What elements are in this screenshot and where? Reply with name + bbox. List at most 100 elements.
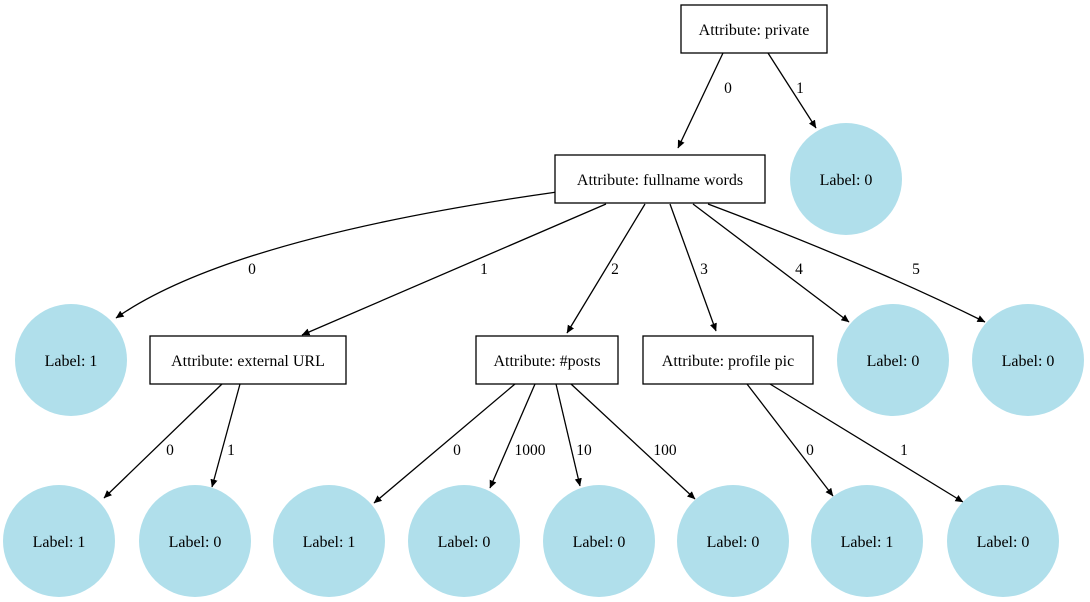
label-leaf-po_l0: Label: 1 (273, 485, 385, 597)
edge-root-to-fullname: 0 (677, 52, 732, 149)
edge-fullname-to-fn_l5: 5 (707, 203, 986, 323)
edge-label: 0 (166, 442, 174, 459)
node-label: Label: 1 (841, 534, 894, 551)
label-leaf-po_l10: Label: 0 (543, 485, 655, 597)
leaf-circle (15, 304, 127, 416)
node-label: Label: 1 (33, 534, 86, 551)
node-label: Attribute: #posts (493, 353, 600, 370)
leaf-circle (3, 485, 115, 597)
edge-fullname-to-fn_l4: 4 (692, 203, 850, 323)
edge-label: 5 (912, 261, 920, 278)
node-label: Label: 0 (977, 534, 1030, 551)
edge-root-to-root_l1: 1 (767, 52, 817, 129)
node-label: Attribute: fullname words (577, 172, 743, 189)
attribute-node-exturl: Attribute: external URL (149, 335, 347, 385)
attribute-node-profpic: Attribute: profile pic (642, 335, 814, 385)
edge-label: 3 (700, 261, 708, 278)
attribute-box (554, 154, 766, 204)
edge-label: 1 (227, 442, 235, 459)
label-leaf-po_l100: Label: 0 (677, 485, 789, 597)
attribute-node-root: Attribute: private (680, 4, 828, 54)
node-label: Label: 0 (573, 534, 626, 551)
edge-label: 1000 (515, 442, 546, 459)
edge-line (115, 191, 558, 319)
attribute-box (475, 335, 619, 385)
edge-line (489, 383, 536, 489)
leaf-circle (273, 485, 385, 597)
edge-line (555, 383, 582, 487)
label-leaf-fn_l0: Label: 1 (15, 304, 127, 416)
node-label: Label: 0 (169, 534, 222, 551)
edge-posts-to-po_l10: 10 (555, 383, 592, 487)
label-leaf-eu_l1: Label: 0 (139, 485, 251, 597)
leaf-circle (408, 485, 520, 597)
leaf-circle (139, 485, 251, 597)
edge-line (301, 203, 607, 336)
node-label: Label: 1 (303, 534, 356, 551)
edge-line (669, 203, 717, 332)
label-leaf-pp_l1: Label: 0 (947, 485, 1059, 597)
edge-label: 2 (611, 261, 619, 278)
label-leaf-fn_l5: Label: 0 (972, 304, 1084, 416)
node-label: Label: 0 (820, 172, 873, 189)
edge-line (373, 383, 516, 504)
edge-label: 0 (453, 442, 461, 459)
leaf-circle (790, 123, 902, 235)
edge-fullname-to-exturl: 1 (301, 203, 607, 336)
edge-label: 100 (653, 442, 677, 459)
edge-line (677, 52, 724, 149)
label-leaf-pp_l0: Label: 1 (811, 485, 923, 597)
leaf-circle (677, 485, 789, 597)
node-label: Label: 0 (1002, 353, 1055, 370)
edge-exturl-to-eu_l0: 0 (103, 383, 223, 499)
edge-line (692, 203, 850, 323)
edge-label: 10 (576, 442, 592, 459)
edge-fullname-to-fn_l0: 0 (115, 191, 558, 319)
edge-line (210, 383, 241, 488)
node-label: Attribute: external URL (171, 353, 325, 370)
label-leaf-po_l1000: Label: 0 (408, 485, 520, 597)
edge-line (570, 383, 696, 500)
attribute-box (642, 335, 814, 385)
edge-posts-to-po_l100: 100 (570, 383, 696, 500)
edge-line (103, 383, 223, 499)
node-label: Label: 1 (45, 353, 98, 370)
attribute-node-posts: Attribute: #posts (475, 335, 619, 385)
edge-line (566, 203, 646, 334)
leaf-circle (837, 304, 949, 416)
edge-line (767, 52, 817, 129)
edge-profpic-to-pp_l0: 0 (746, 383, 834, 497)
node-label: Attribute: profile pic (662, 353, 794, 370)
node-label: Attribute: private (699, 22, 810, 39)
label-leaf-fn_l4: Label: 0 (837, 304, 949, 416)
label-leaf-eu_l0: Label: 1 (3, 485, 115, 597)
edge-label: 1 (900, 442, 908, 459)
edge-label: 4 (795, 261, 803, 278)
attribute-node-fullname: Attribute: fullname words (554, 154, 766, 204)
edge-profpic-to-pp_l1: 1 (769, 383, 964, 503)
edge-fullname-to-posts: 2 (566, 203, 646, 334)
edge-label: 0 (248, 261, 256, 278)
edge-line (769, 383, 964, 503)
edge-label: 1 (796, 80, 804, 97)
leaf-circle (543, 485, 655, 597)
edge-line (746, 383, 834, 497)
edge-posts-to-po_l1000: 1000 (489, 383, 546, 489)
edge-fullname-to-profpic: 3 (669, 203, 717, 332)
attribute-box (680, 4, 828, 54)
edge-exturl-to-eu_l1: 1 (210, 383, 241, 488)
node-label: Label: 0 (867, 353, 920, 370)
node-label: Label: 0 (707, 534, 760, 551)
leaf-circle (972, 304, 1084, 416)
node-label: Label: 0 (438, 534, 491, 551)
leaf-circle (811, 485, 923, 597)
edge-label: 1 (480, 261, 488, 278)
leaf-circle (947, 485, 1059, 597)
label-leaf-root_l1: Label: 0 (790, 123, 902, 235)
edge-label: 0 (806, 442, 814, 459)
edge-label: 0 (724, 80, 732, 97)
edge-posts-to-po_l0: 0 (373, 383, 516, 504)
